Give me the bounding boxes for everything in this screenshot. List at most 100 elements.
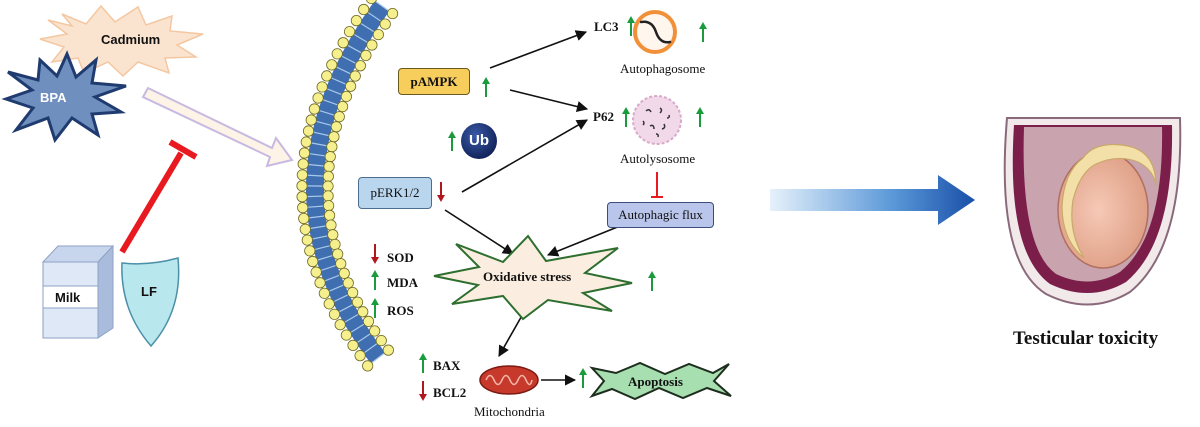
lipid-head [372,28,384,41]
oxidative-stress-star [433,234,633,321]
bpa-to-membrane-arrow [141,86,294,168]
lipid-tail [307,215,326,219]
arrow-perk-stress [444,209,514,255]
lipid-head [375,334,387,347]
lipid-head [349,70,361,82]
lipid-tail [356,332,372,344]
lipid-tail [325,87,343,96]
testis-illustration [1003,117,1182,306]
sod-down-arrow-icon [371,244,379,264]
lipid-head [304,245,316,257]
lipid-head [305,114,317,126]
lipid-tail [314,120,333,127]
lipid-head [298,212,310,225]
lipid-head [324,151,336,163]
ub-up-arrow-icon [448,131,456,151]
lipid-head [298,147,311,159]
lipid-head [334,319,346,331]
lipid-tail [370,352,386,364]
arrow-perk-p62 [461,119,588,193]
lipid-tail [349,322,366,334]
lipid-head [354,350,366,362]
lipid-head [344,80,357,92]
lipid-head [326,141,338,153]
lipid-head [342,277,354,289]
p62-right-up-arrow-icon [696,107,704,127]
lipid-tail [308,152,327,157]
lipid-head [340,90,352,103]
lipid-tail [306,174,325,177]
lipid-tail [323,274,341,282]
lipid-tail [321,98,340,106]
lipid-head [300,136,312,148]
lipid-head [358,3,370,16]
lipid-tail [310,142,329,147]
lipid-head [299,223,311,235]
lipid-head [322,180,334,192]
lipid-head [322,190,334,202]
lipid-head [301,234,313,246]
lipid-tail [363,342,379,354]
arrow-pampk-lc3 [489,30,588,69]
lipid-tail [316,254,334,261]
lipid-head [296,180,308,192]
lipid-head [297,202,309,214]
lipid-head [337,37,349,49]
lipid-tail [346,44,363,54]
lipid-head [321,70,333,82]
lipid-tail [374,0,390,12]
lipid-head [369,325,381,337]
lipid-head [329,238,341,251]
lc3-right-up-arrow-icon [699,22,707,42]
lipid-head [362,315,375,327]
lipid-head [343,26,356,38]
inhibition-line [119,151,184,254]
lipid-head [330,121,342,133]
lipid-tail [311,234,329,240]
lipid-tail [307,163,326,167]
lc3-up-arrow-icon [627,16,635,36]
lipid-head [296,169,308,181]
lipid-head [357,306,369,318]
lipid-tail [352,33,369,44]
lipid-tail [318,109,336,117]
lipid-head [322,170,334,182]
lipid-head [337,101,349,113]
lipid-tail [309,225,328,230]
lipid-head [323,200,335,212]
lipid-head [340,329,352,341]
cadmium-burst-shape [39,4,204,78]
membrane-core [306,0,390,364]
mitochondrion-icon [479,365,539,395]
lipid-head [323,160,335,173]
lipid-head [354,60,366,72]
lipid-head [347,339,359,351]
lipid-head [338,267,350,279]
p62-up-arrow-icon [622,107,630,127]
lipid-head [366,39,378,51]
arrow-flux-stress [546,225,621,257]
lipid-head [323,298,335,310]
lipid-head [333,111,345,123]
lipid-head [325,219,337,231]
lipid-head [335,258,347,270]
lipid-tail [359,22,376,33]
perk-down-arrow-icon [437,182,445,202]
lipid-head [386,7,399,20]
lipid-tail [335,66,352,75]
lipid-head [308,103,321,115]
lipid-tail [327,284,345,293]
lipid-head [360,49,372,61]
lipid-head [331,48,343,60]
lipid-head [318,287,330,299]
lipid-tail [340,55,358,65]
autolysosome-icon [632,95,682,145]
lipid-tail [330,76,348,86]
lipid-head [310,266,322,278]
lipid-tail [306,195,325,198]
ubiquitin-ball-icon [461,123,497,159]
lipid-head [366,0,377,5]
lf-shield-icon [121,257,180,348]
ros-up-arrow-icon [371,298,379,318]
lipid-head [347,286,359,299]
